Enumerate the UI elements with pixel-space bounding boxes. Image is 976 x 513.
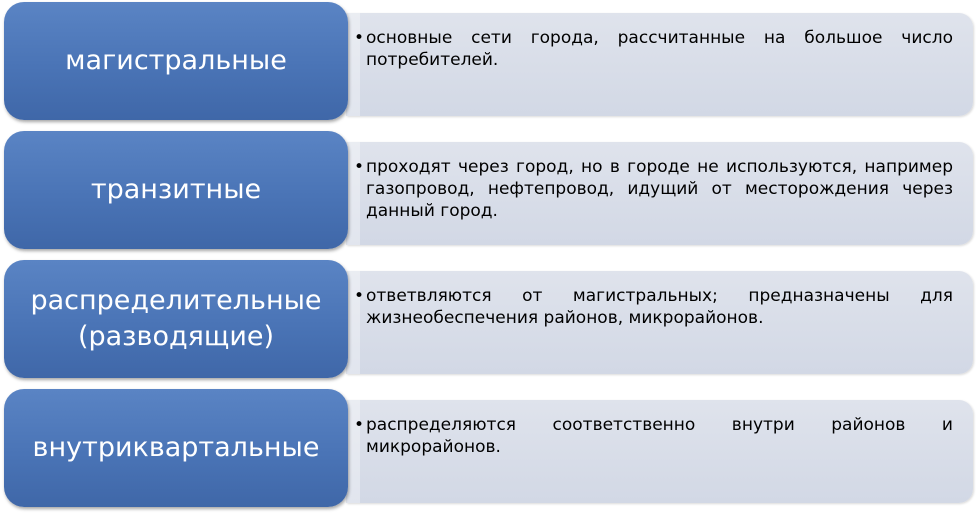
row-label: транзитные bbox=[90, 174, 262, 205]
row-description: распределяются соответственно внутри рай… bbox=[366, 415, 953, 457]
row-label: распределительные (разводящие) bbox=[30, 285, 322, 352]
row-description: основные сети города, рассчитанные на бо… bbox=[366, 28, 953, 70]
row-label-box: транзитные bbox=[4, 131, 348, 249]
row-description-box: • ответвляются от магистральных; предназ… bbox=[346, 271, 973, 374]
row-label-box: распределительные (разводящие) bbox=[4, 260, 348, 378]
network-row-transit: • проходят через город, но в городе не и… bbox=[0, 131, 976, 253]
row-description: проходят через город, но в городе не исп… bbox=[366, 157, 953, 221]
network-row-intra-block: • распределяются соответственно внутри р… bbox=[0, 389, 976, 511]
row-label: внутриквартальные bbox=[32, 432, 320, 463]
row-label-box: магистральные bbox=[4, 2, 348, 120]
network-row-distribution: • ответвляются от магистральных; предназ… bbox=[0, 260, 976, 382]
row-description-box: • основные сети города, рассчитанные на … bbox=[346, 13, 973, 116]
row-label-box: внутриквартальные bbox=[4, 389, 348, 507]
row-description-box: • распределяются соответственно внутри р… bbox=[346, 400, 973, 503]
bullet: • bbox=[354, 286, 365, 306]
row-description-box: • проходят через город, но в городе не и… bbox=[346, 142, 973, 245]
row-description: ответвляются от магистральных; предназна… bbox=[366, 286, 953, 328]
bullet: • bbox=[354, 415, 365, 435]
row-label: магистральные bbox=[65, 45, 287, 76]
network-row-trunk: • основные сети города, рассчитанные на … bbox=[0, 2, 976, 124]
bullet: • bbox=[354, 28, 365, 48]
bullet: • bbox=[354, 157, 365, 177]
